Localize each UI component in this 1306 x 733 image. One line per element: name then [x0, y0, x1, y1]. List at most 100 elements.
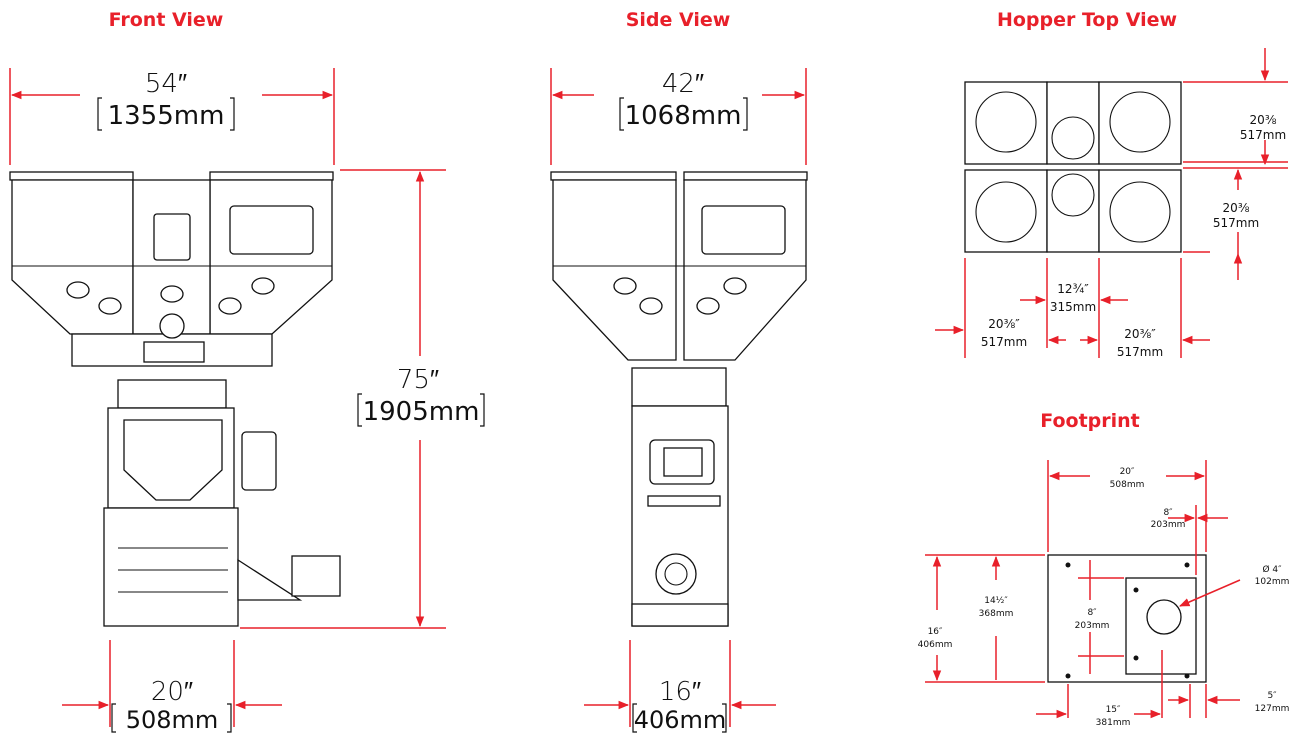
side-port-2: [639, 297, 663, 315]
footprint-hole-mm: 102mm: [1255, 577, 1290, 587]
hopper-lid-5: [1051, 116, 1095, 160]
hopper-right-mm: 517mm: [1117, 345, 1163, 359]
front-height-inches: 75″: [397, 365, 439, 395]
hopper-cell-top-center: [1046, 81, 1100, 165]
footprint-bolt-4: [1184, 673, 1190, 679]
footprint-inner-left-inches: 8″: [1087, 608, 1097, 618]
hopper-left-mm: 517mm: [981, 335, 1027, 349]
hopper-lid-6: [1051, 173, 1095, 217]
side-left-hopper: [552, 179, 677, 361]
side-base-plate: [631, 603, 729, 627]
front-view: Front View 54″ 1355mm: [9, 9, 485, 733]
hopper-right-top-mm: 517mm: [1240, 128, 1286, 142]
front-view-title: Front View: [109, 9, 224, 31]
footprint-inner-top-mm: 203mm: [1151, 520, 1186, 530]
hopper-cell-bottom-right: [1098, 169, 1182, 253]
side-view-title: Side View: [626, 9, 731, 31]
hopper-right-bottom-inches: 20⅜: [1223, 201, 1250, 215]
front-port-5: [251, 277, 275, 295]
front-base-brackets: [111, 703, 232, 733]
hopper-right-top-inches: 20⅜: [1250, 113, 1277, 127]
side-width-brackets: [619, 97, 748, 131]
hopper-cell-bottom-center: [1046, 169, 1100, 253]
footprint-offset-mm: 127mm: [1255, 704, 1290, 714]
side-right-hopper-lid: [683, 171, 808, 181]
hopper-lid-2: [1109, 91, 1171, 153]
side-port-4: [723, 277, 747, 295]
side-base-brackets: [632, 703, 727, 733]
footprint-bolt-6: [1133, 655, 1139, 661]
front-right-hopper-lid: [209, 171, 334, 181]
footprint-title: Footprint: [1040, 410, 1140, 432]
footprint-offset-inches: 5″: [1267, 691, 1277, 701]
hopper-cell-top-right: [1098, 81, 1182, 165]
front-level-sensor: [159, 313, 185, 339]
front-left-hopper-lid: [9, 171, 134, 181]
front-mixing-cone: [123, 419, 223, 501]
front-mixing-chamber: [103, 507, 239, 627]
front-width-mm: 1355mm: [108, 101, 225, 131]
front-base-mm: 508mm: [126, 706, 219, 733]
hopper-lid-1: [975, 91, 1037, 153]
front-weigh-bin: [117, 379, 227, 409]
side-left-hopper-lid: [550, 171, 677, 181]
side-width-mm: 1068mm: [625, 101, 742, 131]
footprint-left-inches: 14½″: [984, 596, 1008, 606]
side-weigh-bin: [631, 367, 727, 407]
front-port-1: [66, 281, 90, 299]
footprint-width-inches: 20″: [1120, 467, 1135, 477]
footprint-outlet-hole: [1146, 599, 1182, 635]
footprint-inner-left-mm: 203mm: [1075, 621, 1110, 631]
side-base-inches: 16″: [659, 677, 701, 707]
front-motor-bracket: [237, 558, 303, 601]
footprint-bottom-mm: 381mm: [1096, 718, 1131, 728]
hopper-cell-top-left: [964, 81, 1048, 165]
footprint-depth-inches: 16″: [928, 627, 943, 637]
hopper-left-inches: 20⅜″: [988, 317, 1020, 331]
side-width-inches: 42″: [662, 69, 704, 99]
side-right-window: [701, 205, 786, 255]
front-right-window: [229, 205, 314, 255]
front-height-brackets: [357, 393, 485, 427]
front-width-brackets: [97, 97, 235, 131]
footprint-view: Footprint 20″ 508mm 8″ 203mm Ø 4″ 102mm …: [918, 410, 1290, 728]
footprint-bolt-1: [1065, 562, 1071, 568]
front-port-4: [218, 297, 242, 315]
side-port-1: [613, 277, 637, 295]
side-control-strip: [647, 495, 721, 507]
footprint-hole-leader: [1179, 579, 1241, 607]
front-height-mm: 1905mm: [363, 397, 480, 427]
hopper-lid-3: [975, 181, 1037, 243]
side-port-3: [696, 297, 720, 315]
hopper-cell-bottom-left: [964, 169, 1048, 253]
hopper-right-inches: 20⅜″: [1124, 327, 1156, 341]
footprint-depth-mm: 406mm: [918, 640, 953, 650]
hopper-lid-4: [1109, 181, 1171, 243]
side-view: Side View 42″ 1068mm 16″ 406mm: [550, 9, 808, 733]
footprint-inner-top-inches: 8″: [1163, 508, 1173, 518]
hopper-right-bottom-mm: 517mm: [1213, 216, 1259, 230]
hopper-top-view: Hopper Top View 20⅜ 517mm 20⅜ 517mm: [935, 9, 1288, 359]
hopper-top-view-title: Hopper Top View: [997, 9, 1177, 31]
footprint-bolt-3: [1065, 673, 1071, 679]
footprint-hole-inches: Ø 4″: [1262, 564, 1282, 575]
footprint-bottom-inches: 15″: [1106, 705, 1121, 715]
front-width-inches: 54″: [145, 69, 187, 99]
side-base-mm: 406mm: [634, 706, 727, 733]
footprint-bolt-2: [1184, 562, 1190, 568]
front-center-window: [153, 213, 191, 261]
front-control-box: [143, 341, 205, 363]
side-controller-screen: [663, 447, 703, 477]
hopper-center-mm: 315mm: [1050, 300, 1096, 314]
front-port-3: [160, 285, 184, 303]
footprint-left-mm: 368mm: [979, 609, 1014, 619]
front-port-2: [98, 297, 122, 315]
hopper-center-inches: 12¾″: [1057, 282, 1089, 296]
footprint-bolt-5: [1133, 587, 1139, 593]
front-motor-controls: [241, 431, 277, 491]
side-mixer-motor: [655, 553, 697, 595]
front-mixer-motor: [291, 555, 341, 597]
side-motor-hub: [664, 562, 688, 586]
footprint-width-mm: 508mm: [1110, 480, 1145, 490]
